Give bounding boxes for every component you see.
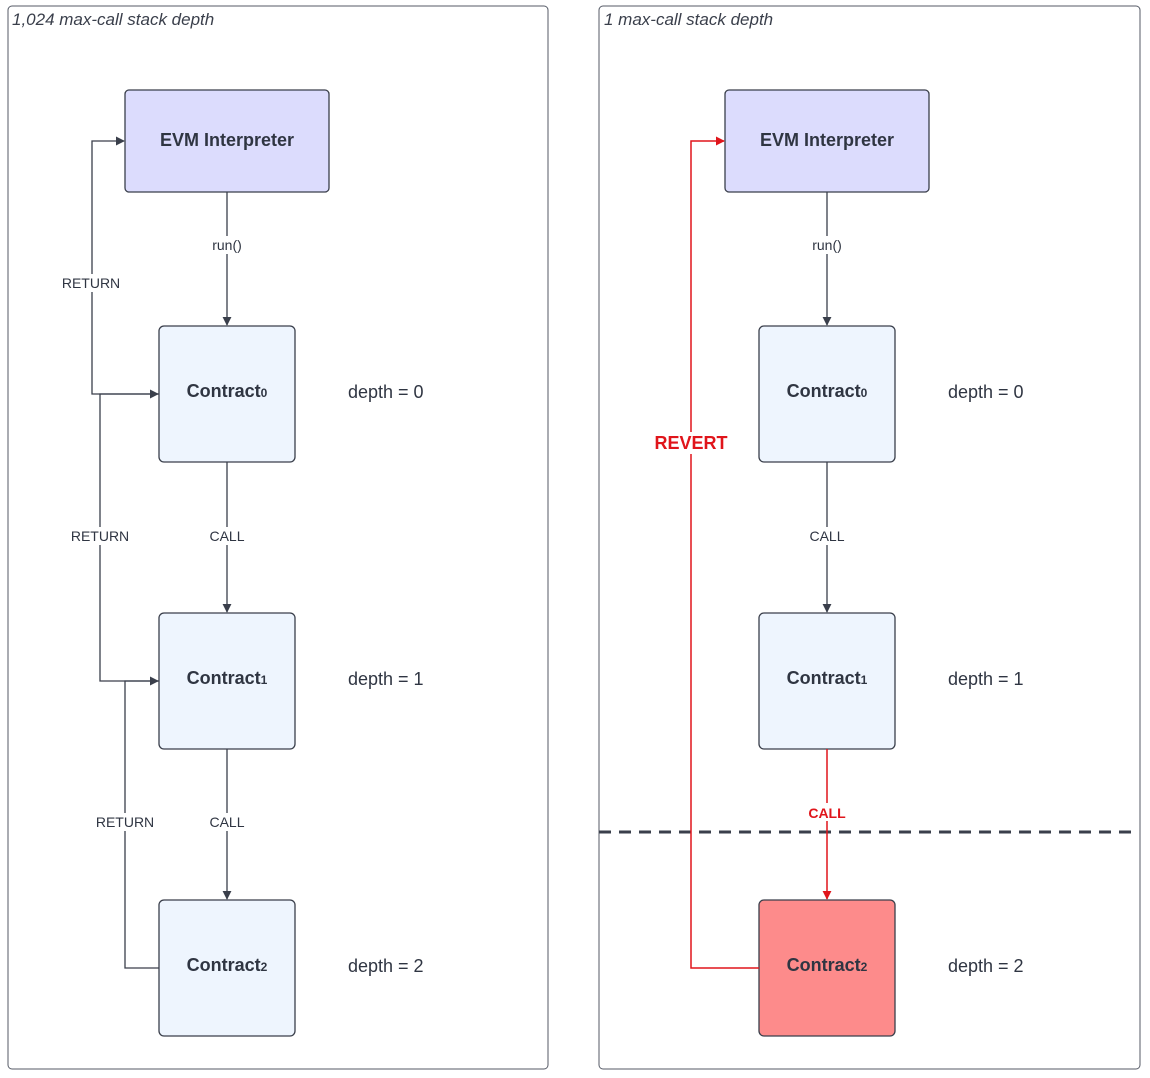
left-depth-1-label: depth = 1 xyxy=(348,669,424,689)
right-depth-1-label: depth = 1 xyxy=(948,669,1024,689)
right-depth-2-label: depth = 2 xyxy=(948,956,1024,976)
right-contract0-label: Contract0 xyxy=(787,381,868,401)
right-revert-edge xyxy=(690,136,759,969)
left-evm-interpreter-label: EVM Interpreter xyxy=(160,130,294,150)
left-depth-0-label: depth = 0 xyxy=(348,382,424,402)
left-return1-label: RETURN xyxy=(71,528,129,544)
left-contract0-label: Contract0 xyxy=(187,381,268,401)
left-return2-label: RETURN xyxy=(96,814,154,830)
right-revert-label: REVERT xyxy=(654,433,727,453)
left-depth-2-label: depth = 2 xyxy=(348,956,424,976)
left-call2-label: CALL xyxy=(209,814,244,830)
left-panel: 1,024 max-call stack depth EVM Interpret… xyxy=(7,5,549,1070)
right-contract1-label: Contract1 xyxy=(787,668,868,688)
right-call2-label: CALL xyxy=(808,805,846,821)
right-panel: 1 max-call stack depth EVM Interpreter C… xyxy=(598,5,1141,1070)
left-return0-label: RETURN xyxy=(62,275,120,291)
right-panel-frame xyxy=(598,5,1141,1070)
left-contract2-label: Contract2 xyxy=(187,955,268,975)
right-contract2-label: Contract2 xyxy=(787,955,868,975)
left-run-label: run() xyxy=(212,237,242,253)
left-panel-frame xyxy=(7,5,549,1070)
left-contract1-label: Contract1 xyxy=(187,668,268,688)
left-call1-label: CALL xyxy=(209,528,244,544)
right-evm-interpreter-label: EVM Interpreter xyxy=(760,130,894,150)
right-depth-0-label: depth = 0 xyxy=(948,382,1024,402)
right-panel-title: 1 max-call stack depth xyxy=(604,10,773,29)
left-panel-title: 1,024 max-call stack depth xyxy=(12,10,214,29)
right-run-label: run() xyxy=(812,237,842,253)
right-call1-label: CALL xyxy=(809,528,844,544)
